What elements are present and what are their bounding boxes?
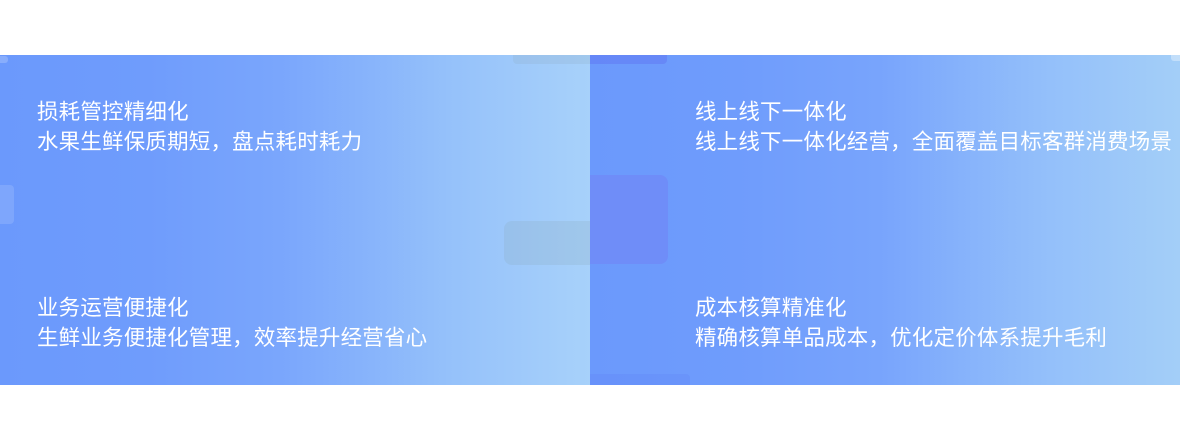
- decorative-rect-right-seam: [590, 175, 668, 264]
- decorative-chip-mid-left: [0, 185, 14, 224]
- feature-desc: 线上线下一体化经营，全面覆盖目标客群消费场景: [695, 129, 1173, 154]
- feature-block-omnichannel: 线上线下一体化 线上线下一体化经营，全面覆盖目标客群消费场景: [695, 97, 1172, 157]
- decorative-band-right-seam: [590, 55, 667, 64]
- feature-title: 业务运营便捷化: [37, 295, 189, 320]
- feature-banner-section: 损耗管控精细化 水果生鲜保质期短，盘点耗时耗力 业务运营便捷化 生鲜业务便捷化管…: [0, 55, 1180, 385]
- decorative-band-left-seam: [513, 55, 590, 64]
- feature-desc: 水果生鲜保质期短，盘点耗时耗力: [37, 129, 363, 154]
- feature-block-loss-control: 损耗管控精细化 水果生鲜保质期短，盘点耗时耗力: [37, 97, 362, 157]
- decorative-chip-top-left: [0, 56, 8, 63]
- feature-title: 线上线下一体化: [695, 99, 847, 124]
- feature-panel-left: 损耗管控精细化 水果生鲜保质期短，盘点耗时耗力 业务运营便捷化 生鲜业务便捷化管…: [0, 55, 590, 385]
- feature-title: 损耗管控精细化: [37, 99, 189, 124]
- feature-title: 成本核算精准化: [695, 295, 847, 320]
- feature-desc: 精确核算单品成本，优化定价体系提升毛利: [695, 325, 1108, 350]
- decorative-rect-left-seam: [504, 221, 590, 265]
- decorative-chip-bottom-right: [590, 374, 690, 385]
- decorative-chip-top-right-corner: [1171, 55, 1180, 61]
- feature-desc: 生鲜业务便捷化管理，效率提升经营省心: [37, 325, 428, 350]
- feature-block-easy-operation: 业务运营便捷化 生鲜业务便捷化管理，效率提升经营省心: [37, 293, 427, 353]
- feature-panel-right: 线上线下一体化 线上线下一体化经营，全面覆盖目标客群消费场景 成本核算精准化 精…: [590, 55, 1180, 385]
- feature-block-cost-accounting: 成本核算精准化 精确核算单品成本，优化定价体系提升毛利: [695, 293, 1107, 353]
